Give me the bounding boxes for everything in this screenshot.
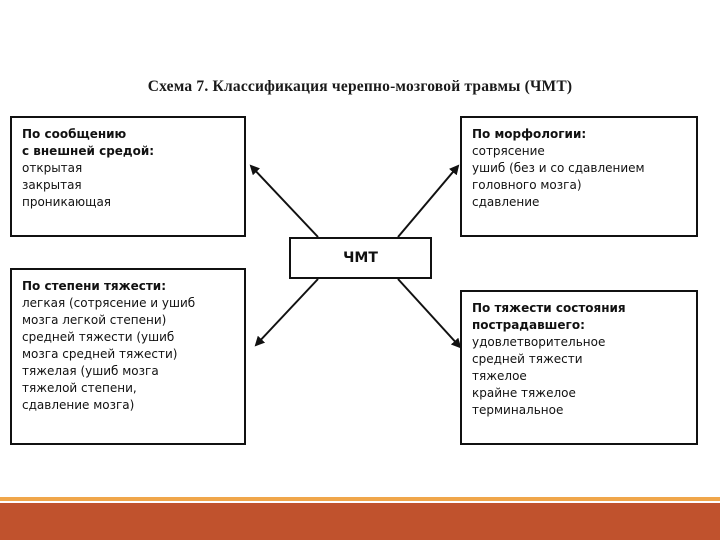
box-heading: По тяжести состояния — [472, 301, 626, 315]
box-heading: пострадавшего: — [472, 318, 585, 332]
box-condition: По тяжести состояния пострадавшего: удов… — [460, 290, 698, 445]
arrow-to-morphology — [397, 164, 460, 238]
box-item: сдавление мозга) — [22, 398, 135, 412]
box-item: ушиб (без и со сдавлением — [472, 161, 645, 175]
box-item: легкая (сотрясение и ушиб — [22, 296, 196, 310]
arrow-to-communication — [249, 164, 319, 238]
box-communication: По сообщению с внешней средой: открытая … — [10, 116, 246, 237]
box-severity: По степени тяжести: легкая (сотрясение и… — [10, 268, 246, 445]
box-item: проникающая — [22, 195, 112, 209]
box-item: тяжелой степени, — [22, 381, 137, 395]
box-item: мозга легкой степени) — [22, 313, 167, 327]
arrow-to-condition — [397, 278, 462, 349]
box-item: крайне тяжелое — [472, 386, 576, 400]
box-item: тяжелое — [472, 369, 527, 383]
box-heading: По сообщению — [22, 127, 127, 141]
box-item: мозга средней тяжести) — [22, 347, 178, 361]
box-item: открытая — [22, 161, 83, 175]
arrow-to-severity — [254, 278, 319, 347]
box-morphology: По морфологии: сотрясение ушиб (без и со… — [460, 116, 698, 237]
box-item: средней тяжести (ушиб — [22, 330, 175, 344]
center-node: ЧМТ — [289, 237, 432, 279]
box-item: сдавление — [472, 195, 540, 209]
box-heading: с внешней средой: — [22, 144, 155, 158]
box-item: сотрясение — [472, 144, 545, 158]
box-heading: По морфологии: — [472, 127, 587, 141]
box-item: тяжелая (ушиб мозга — [22, 364, 159, 378]
footer-bar — [0, 503, 720, 540]
box-item: удовлетворительное — [472, 335, 606, 349]
box-item: средней тяжести — [472, 352, 583, 366]
diagram-title: Схема 7. Классификация черепно-мозговой … — [147, 78, 573, 95]
box-heading: По степени тяжести: — [22, 279, 166, 293]
box-item: терминальное — [472, 403, 564, 417]
box-item: закрытая — [22, 178, 82, 192]
footer-accent-line — [0, 497, 720, 501]
box-item: головного мозга) — [472, 178, 582, 192]
